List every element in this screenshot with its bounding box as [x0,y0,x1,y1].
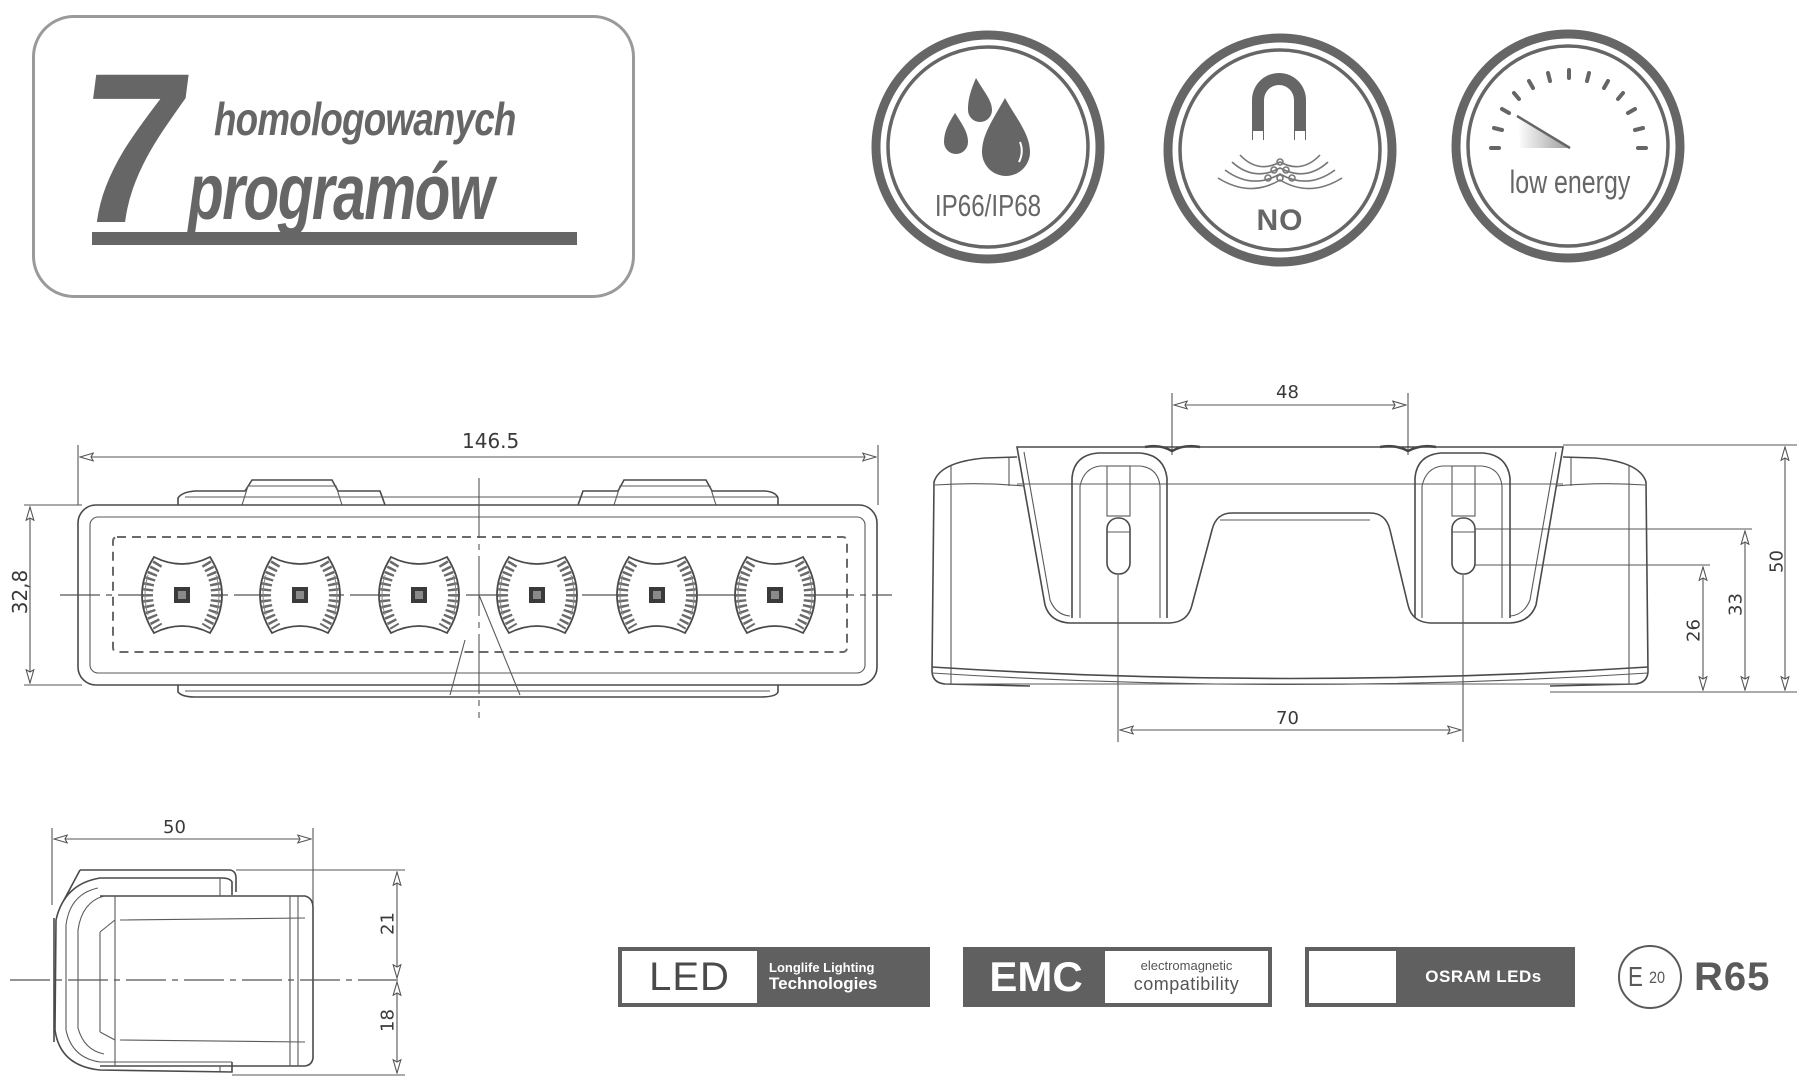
led-emitter-4 [497,557,577,633]
osram-badge-label: OSRAM LEDs [1396,951,1571,1003]
e-mark-code: 20 [1649,968,1666,987]
led-emitter-3 [379,557,459,633]
bottom-mount-spacing-dimension: 70 [1276,708,1299,729]
height-33-dimension: 33 [1725,593,1747,616]
osram-leds-badge: OSRAM LEDs [1305,947,1575,1007]
e-mark-letter: E [1628,961,1643,992]
emc-badge-sub1: electromagnetic [1140,958,1233,974]
magnetic-label: NO [1256,204,1304,237]
programs-underline [92,232,577,245]
osram-icon-slot [1309,951,1396,1003]
programs-label-line1: homologowanych [214,93,516,145]
front-view [24,445,892,718]
magnet-icon [1163,33,1397,267]
ip-rating-icon [871,30,1105,264]
emc-badge: EMC electromagnetic compatibility [963,947,1272,1007]
led-emitter-6 [735,557,815,633]
height-50-dimension: 50 [1766,550,1788,573]
programs-label-line2: programów [188,147,494,236]
led-badge-sub2: Technologies [769,973,878,993]
side-depth-dimension: 50 [163,817,186,838]
top-mount-spacing-dimension: 48 [1276,382,1299,403]
gauge-icon [1451,29,1685,263]
side-lower-dimension: 18 [377,1009,399,1032]
programs-badge-frame [32,15,635,298]
emc-badge-main: EMC [967,951,1105,1003]
height-26-dimension: 26 [1683,619,1705,642]
front-height-dimension: 32,8 [8,569,32,615]
led-technology-badge: LED Longlife Lighting Technologies [618,947,930,1007]
led-emitter-5 [617,557,697,633]
side-view [10,828,405,1076]
led-emitter-1 [142,557,222,633]
led-badge-main: LED [622,951,757,1003]
front-width-dimension: 146.5 [462,429,520,453]
ip-rating-label: IP66/IP68 [934,188,1042,223]
side-upper-dimension: 21 [377,912,399,935]
top-view [931,393,1797,742]
e-mark-icon [1618,945,1682,1009]
emc-badge-sub2: compatibility [1133,974,1240,995]
regulation-label: R65 [1694,955,1771,999]
led-emitter-2 [260,557,340,633]
low-energy-label: low energy [1509,164,1631,200]
led-badge-sub1: Longlife Lighting [769,960,875,976]
